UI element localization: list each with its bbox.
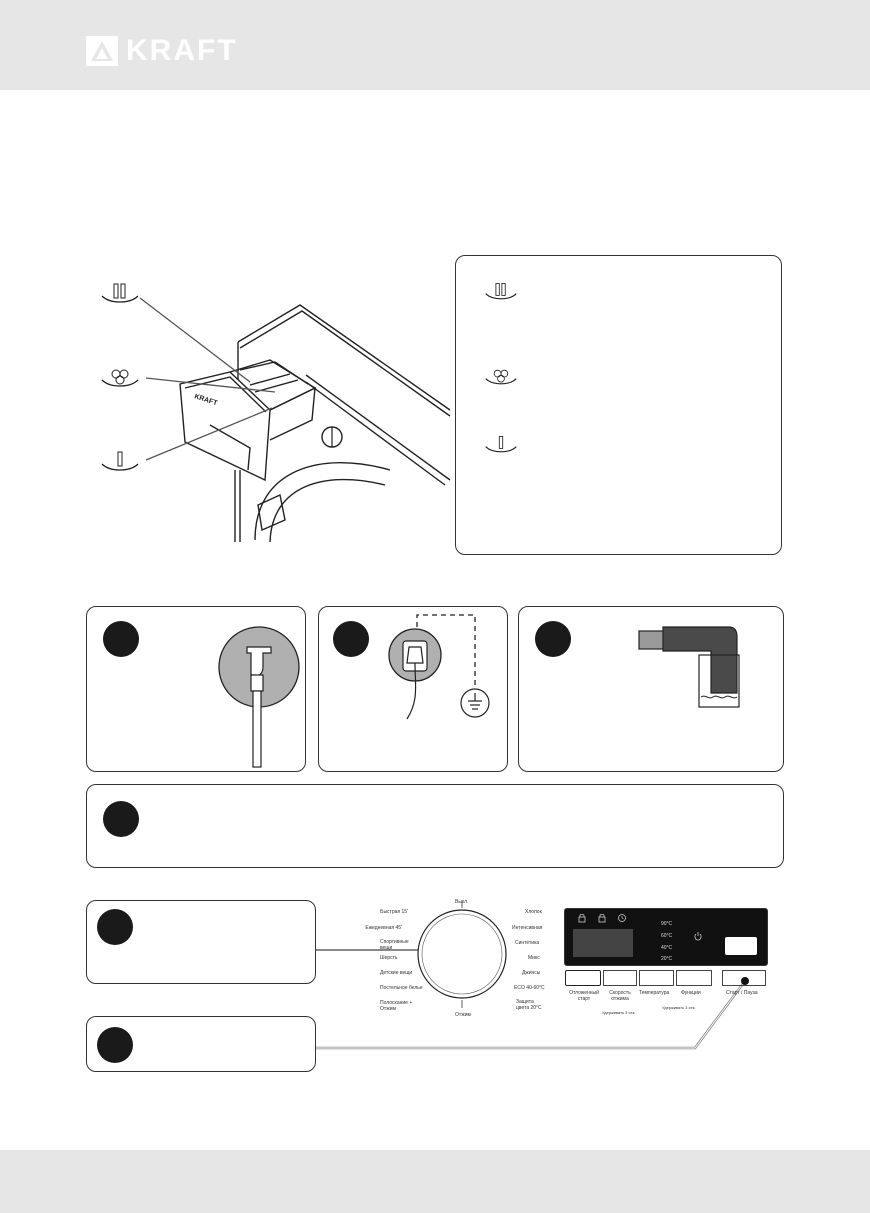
main-wash-compartment-icon: [485, 283, 517, 300]
temp-90: 90°C: [661, 921, 673, 927]
dial-label-left-1: Ежедневная 45': [365, 925, 402, 931]
prewash-compartment-icon: [101, 451, 139, 471]
clock-icon: [618, 914, 626, 922]
step-number-badge: [103, 801, 139, 837]
segment-display: [573, 929, 633, 957]
dial-label-right-3: Микс: [528, 955, 540, 961]
temp-60: 60°C: [661, 933, 673, 939]
label-functions: Функции: [681, 990, 701, 996]
dial-label-left-0: Быстрая 15': [380, 909, 408, 915]
dial-label-right-6: Защита цвета 20°C: [516, 999, 542, 1011]
brand-logo-icon: [86, 36, 118, 66]
step-number-badge: [97, 909, 133, 945]
dial-label-left-4: Детские вещи: [380, 970, 413, 976]
power-plug-icon: [388, 614, 476, 720]
lock-icon: [578, 913, 586, 923]
button-temperature[interactable]: [639, 970, 674, 986]
dial-label-spin: Отжим: [455, 1012, 471, 1018]
step-water-supply-box: [86, 606, 306, 772]
label-temperature: Температура: [639, 990, 670, 996]
water-tap-icon: [218, 626, 300, 768]
footer-bar: [0, 1150, 870, 1213]
dial-label-left-6: Полоскание + Отжим: [380, 1000, 413, 1012]
label-start-pause: Старт / Пауза: [726, 990, 758, 996]
program-dial[interactable]: [416, 902, 508, 1008]
prewash-compartment-icon: [485, 436, 517, 453]
ground-symbol-icon: [460, 688, 490, 718]
dial-label-right-5: ECO 40-60°C: [514, 985, 545, 991]
softener-compartment-icon: [485, 369, 517, 385]
step-number-badge: [333, 621, 369, 657]
header-bar: KRAFT: [0, 0, 870, 90]
label-spin-hint: Удерживать 3 сек.: [602, 1010, 636, 1015]
detergent-drawer-illustration: KRAFT: [139, 297, 451, 543]
label-spin-speed: Скорость отжима: [609, 990, 631, 1002]
dial-label-left-5: Постельное белье: [380, 985, 423, 991]
power-icon: [694, 932, 702, 941]
button-functions[interactable]: [676, 970, 712, 986]
dial-label-right-0: Хлопок: [525, 909, 542, 915]
dial-label-right-1: Интенсивная: [512, 925, 543, 931]
lock-icon: [598, 913, 606, 923]
softener-compartment-icon: [101, 369, 139, 387]
step-power-box: [318, 606, 508, 772]
step-wide-box: [86, 784, 784, 868]
main-wash-compartment-icon: [101, 283, 139, 303]
brand-logo: KRAFT: [86, 36, 238, 66]
temp-20: 20°C: [661, 956, 673, 962]
step-drain-box: [518, 606, 784, 772]
dial-label-off: Выкл.: [455, 899, 469, 905]
button-delay-start[interactable]: [565, 970, 601, 986]
control-panel-display: 90°C 60°C 40°C 20°C: [564, 908, 768, 966]
compartment-legend-box: [455, 255, 782, 555]
step-program-box: [86, 900, 316, 984]
label-func-hint: Удерживать 3 сек.: [662, 1005, 696, 1010]
dial-label-left-3: Шерсть: [380, 955, 398, 961]
indicator-window: [725, 937, 757, 955]
drain-hose-icon: [638, 626, 740, 708]
brand-name: KRAFT: [126, 34, 238, 67]
step-start-box: [86, 1016, 316, 1072]
label-delay-start: Отложенный старт: [569, 990, 599, 1002]
step-number-badge: [535, 621, 571, 657]
step-number-badge: [97, 1027, 133, 1063]
temp-40: 40°C: [661, 945, 673, 951]
dial-label-left-2: Спортивные вещи: [380, 939, 409, 951]
step-number-badge: [103, 621, 139, 657]
dial-label-right-4: Джинсы: [522, 970, 541, 976]
button-start-pause[interactable]: [722, 970, 766, 986]
dial-label-right-2: Синтетика: [515, 940, 540, 946]
button-spin-speed[interactable]: [603, 970, 637, 986]
